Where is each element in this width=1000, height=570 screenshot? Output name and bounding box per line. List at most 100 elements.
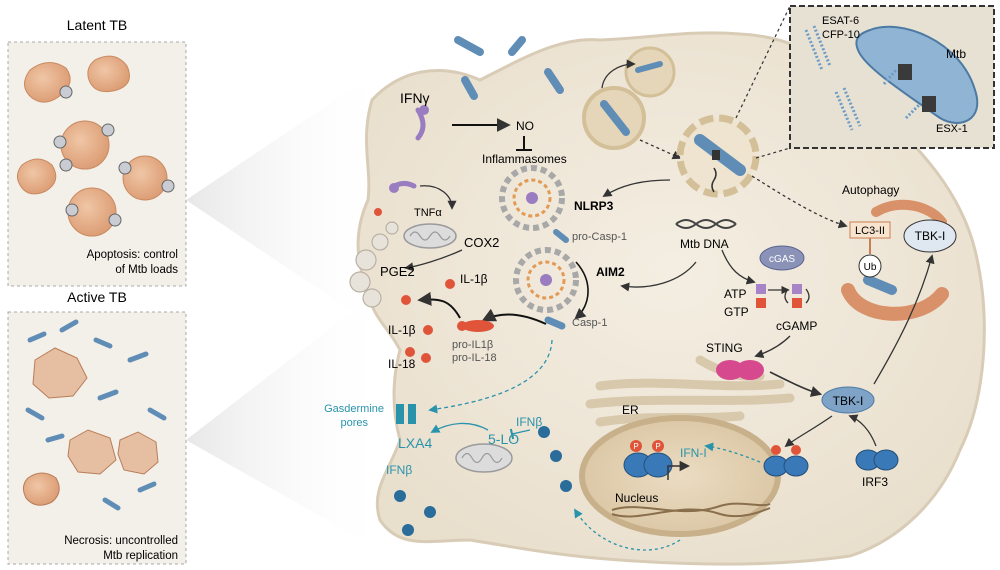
gasdermine-label-line1: Gasdermine: [324, 403, 384, 415]
mtb-bacillus: [137, 481, 157, 493]
inflammasome-ring: [513, 247, 579, 313]
casp1-cleavage-arrow: [481, 308, 547, 325]
necrotic-cells: [22, 347, 159, 506]
bleb: [385, 221, 399, 235]
dna-strand: [611, 507, 771, 518]
phagosome-to-nlrp3-arrow: [602, 179, 671, 197]
phospho-mark: [630, 440, 642, 452]
inset-cfp10-label: CFP-10: [822, 29, 860, 41]
phagosome-medium: [582, 86, 646, 150]
lxa4-label: LXA4: [398, 435, 432, 451]
inflammasome-core: [526, 192, 538, 204]
pro-cytokines: [457, 320, 494, 332]
ifnb-molecule: [402, 524, 414, 536]
inflammasome-ring: [499, 165, 565, 231]
secretion-filament: [882, 69, 898, 85]
irf3-nuclear-import: [704, 442, 761, 463]
dna-to-aim2-arrow: [620, 261, 697, 292]
mtb-bacillus: [544, 68, 564, 94]
sting-monomer: [716, 360, 744, 380]
phagosome-maturation-arrow: [601, 59, 636, 89]
secretion-filament: [904, 102, 922, 120]
bleb: [362, 288, 382, 308]
mtb-bacillus: [635, 61, 663, 73]
mtb-bacillus: [59, 319, 79, 333]
cox2-to-pge2-arrow: [404, 249, 463, 272]
ub-label: Ub: [864, 262, 877, 273]
phagophore-membrane: [871, 199, 947, 227]
esat6-filament: [834, 91, 854, 131]
ifnb-molecule: [394, 490, 406, 502]
il18-molecule: [421, 353, 431, 363]
tbk1-lower-label: TBK-I: [833, 394, 864, 408]
bleb: [161, 179, 175, 193]
zoom-cone-latent: [186, 70, 380, 330]
extracellular-mtb: [454, 36, 564, 100]
nucleus: P P IFN-I Nucleus: [579, 415, 781, 537]
sting-to-tbk1-arrow: [769, 371, 823, 397]
lc3-label: LC3-II: [855, 225, 885, 237]
sting-label: STING: [706, 341, 743, 355]
tbk1-upper-label: TBK-I: [915, 229, 946, 243]
cristae: [461, 452, 503, 464]
er-tubule: [585, 393, 795, 409]
sting-monomer: [736, 360, 764, 380]
sting-dimer: [716, 360, 764, 380]
irf3-dimer: [855, 449, 899, 471]
phospho-label: P: [655, 442, 660, 451]
gtp-label: GTP: [724, 305, 749, 319]
latent-tb-caption-line1: Apoptosis: control: [87, 249, 178, 261]
inset-mtb-bacillus: [855, 25, 979, 124]
ifnb-molecule: [538, 426, 550, 438]
necrotic-cell: [117, 431, 159, 475]
pge2-label: PGE2: [380, 264, 415, 279]
aim2-inflammasome: [513, 247, 579, 313]
er-tubule: [595, 378, 785, 391]
ifng-receptor: [415, 105, 429, 141]
mtb-to-autophagy-arrow: [751, 175, 848, 229]
inset-mtb-label: Mtb: [946, 47, 966, 61]
mtb-bacillus: [27, 331, 47, 343]
mtb-bacillus: [461, 76, 478, 100]
bleb: [108, 213, 122, 227]
tnfa-signal-arrow: [419, 185, 457, 210]
receptor-head: [389, 183, 399, 193]
phospho-mark: [652, 440, 664, 452]
dna-strand: [675, 219, 737, 229]
mtb-bacillus: [127, 351, 149, 363]
ifnb-upper-label: IFNβ: [516, 415, 542, 429]
atp-label: ATP: [724, 287, 746, 301]
cytokine-dots: [374, 208, 455, 363]
tnfa-molecule: [374, 208, 382, 216]
casp1-molecule: [544, 316, 566, 330]
nucleus-label: Nucleus: [615, 491, 658, 505]
receptor-shape: [415, 107, 426, 141]
mitochondrion-upper: [403, 223, 457, 249]
bleb: [349, 271, 371, 293]
tbk1-to-irf3p-arrow: [784, 415, 833, 448]
esx1-inset: ESAT-6 CFP-10 Mtb ESX-1: [789, 5, 995, 149]
five-lo-to-lxa4-arrow: [430, 422, 489, 433]
bleb: [65, 203, 79, 217]
mtb-bacillus: [454, 36, 484, 56]
ifnb-inhibits-5lo: [509, 428, 531, 440]
bleb: [118, 161, 132, 175]
host-cell: [22, 472, 60, 506]
necrotic-cell: [67, 429, 117, 475]
nuclear-envelope: [579, 415, 781, 537]
aim2-label: AIM2: [596, 265, 625, 279]
ifnb-molecule: [424, 506, 436, 518]
il1b-release-arrow: [417, 291, 461, 319]
no-label: NO: [516, 119, 534, 133]
ubiquitin: [858, 254, 882, 278]
tnfa-receptor: [389, 180, 417, 193]
autophagosome: [841, 199, 957, 321]
inset-esx1-pore: [922, 96, 936, 112]
latent-tb-caption-line2: of Mtb loads: [115, 264, 178, 276]
nlrp3-label: NLRP3: [574, 199, 614, 213]
inset-esat6-label: ESAT-6: [822, 15, 859, 27]
irf3-monomer: [873, 449, 899, 471]
esat6-filament: [812, 25, 832, 67]
macrophage-cell: [356, 31, 986, 566]
